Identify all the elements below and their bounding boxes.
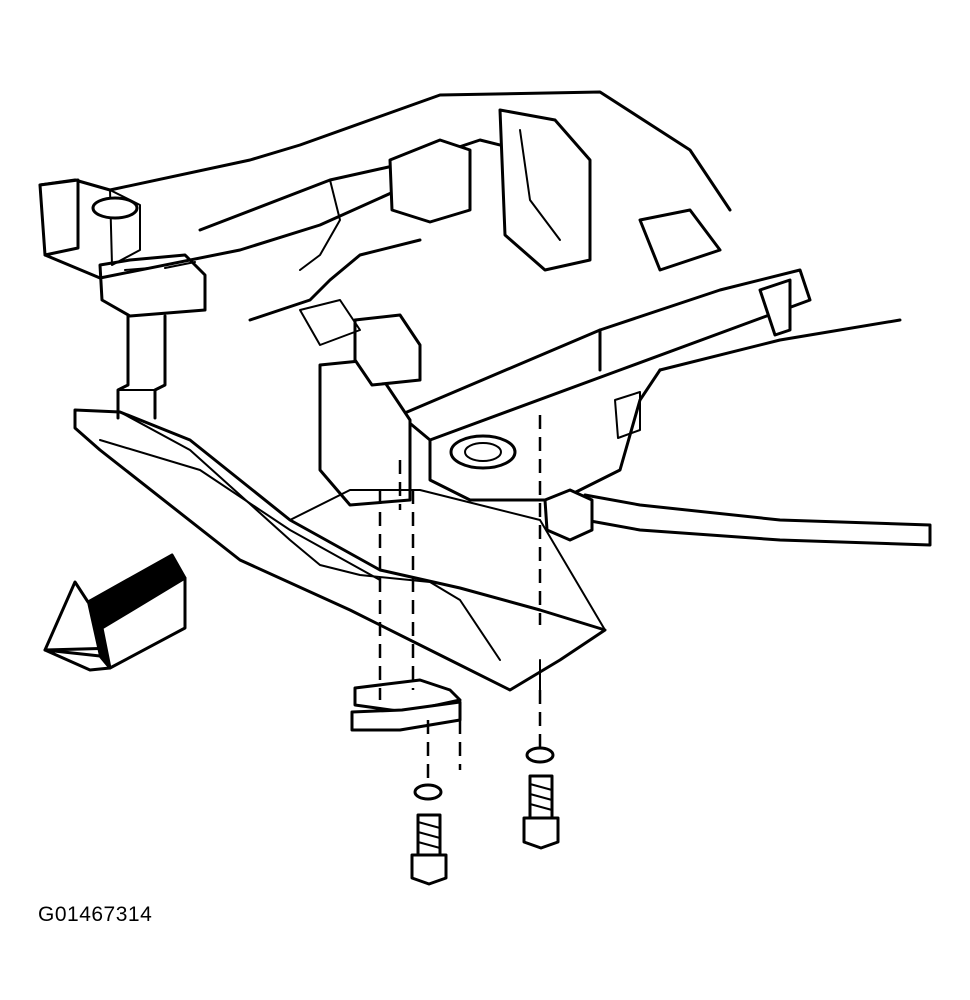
alignment-lines: [378, 415, 542, 790]
figure-id-label: G01467314: [38, 903, 153, 926]
front-of-vehicle-arrow: [43, 553, 187, 672]
left-hanger: [116, 314, 167, 420]
bolt-left: [410, 783, 448, 886]
bolt-right: [522, 746, 560, 850]
skid-plate: [73, 408, 607, 692]
bracket: [350, 678, 462, 732]
washer-right: [525, 746, 555, 764]
vehicle-frame: [38, 90, 932, 547]
washer-left: [413, 783, 443, 801]
